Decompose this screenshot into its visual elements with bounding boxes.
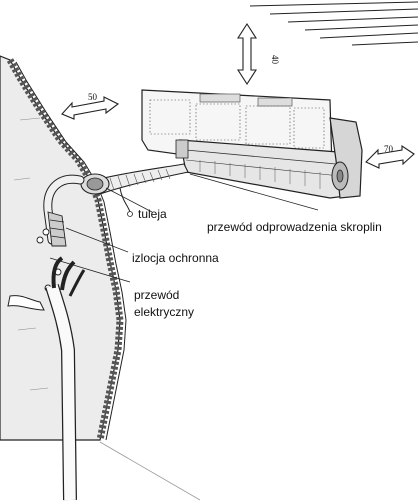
power-cable [7, 256, 86, 501]
clearance-arrow-right [365, 144, 415, 169]
label-cable-line1: przewód [134, 288, 179, 302]
clearance-right-label: 70 [384, 144, 394, 154]
leader-lines [49, 173, 319, 283]
clearance-top-label: 40 [270, 55, 280, 65]
label-drain-hose: przewód odprowadzenia skroplin [207, 220, 382, 234]
indoor-unit [141, 89, 363, 199]
ceiling-lines [249, 1, 418, 46]
clearance-arrow-top [236, 22, 258, 86]
label-insulation: izlocja ochronna [132, 251, 219, 265]
clearance-left-label: 50 [88, 92, 98, 102]
label-sleeve: tuleja [138, 207, 167, 221]
label-cable-line2: elektryczny [134, 305, 194, 319]
pipes-inside-wall [36, 174, 85, 292]
wall-sleeve [80, 173, 110, 195]
wall [0, 55, 127, 441]
clearance-arrow-left [61, 96, 120, 120]
floor-line [99, 441, 201, 501]
